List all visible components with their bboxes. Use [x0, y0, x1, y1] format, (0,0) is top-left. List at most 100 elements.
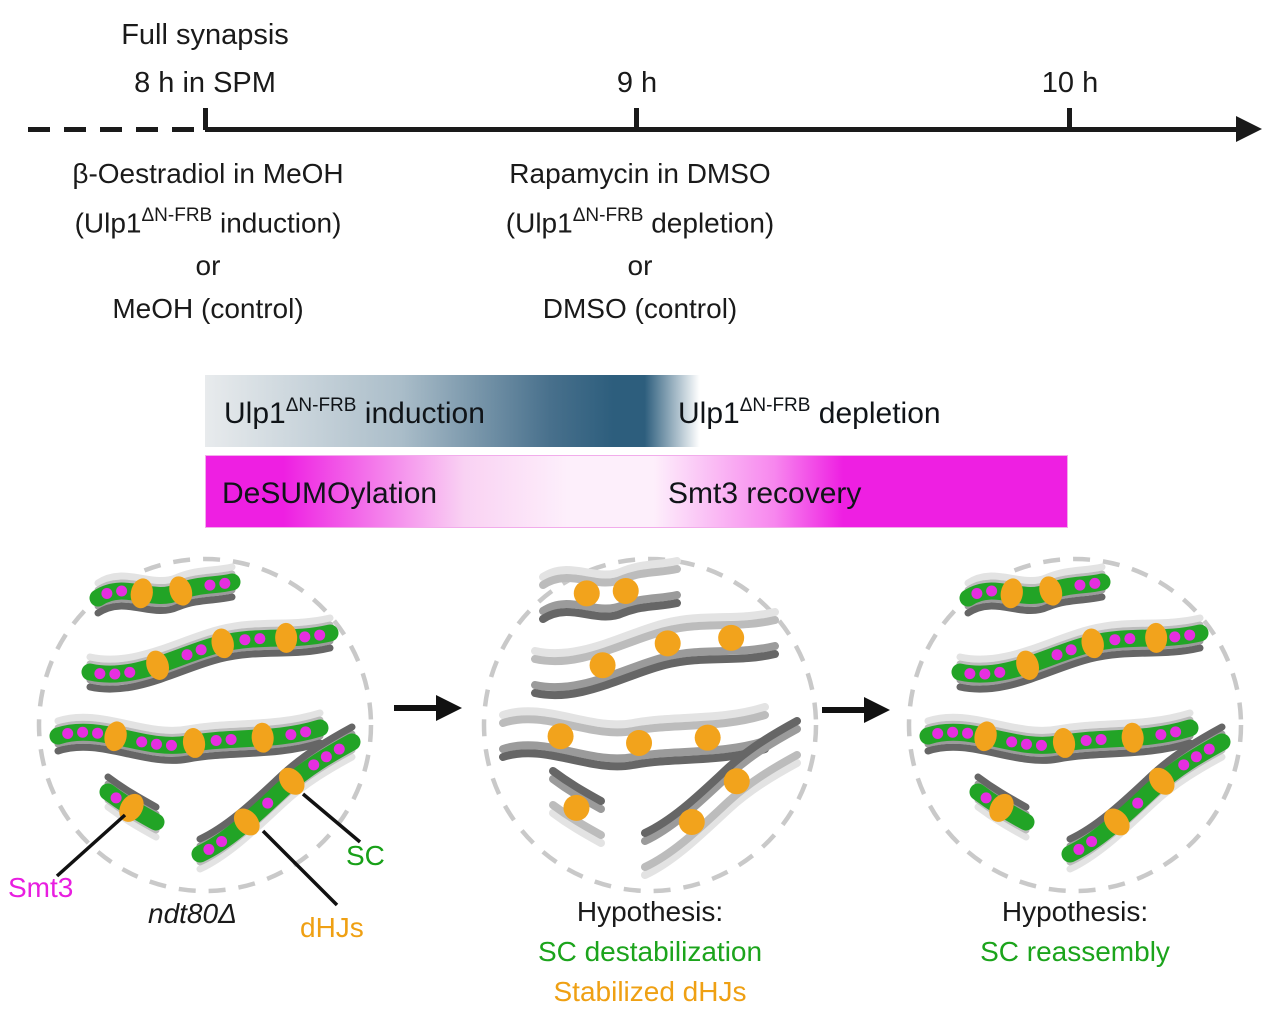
hypothesis-right-title: Hypothesis:: [1001, 896, 1149, 927]
smt3-dot: [219, 577, 231, 589]
dhj-marker: [1000, 578, 1023, 609]
treatment-right-control: DMSO (control): [542, 293, 738, 325]
smt3-dot: [1095, 733, 1107, 745]
dhj-marker: [1016, 650, 1040, 680]
smt3-dot: [1178, 759, 1190, 771]
legend-smt3: Smt3: [8, 872, 74, 903]
legend-genotype: ndt80Δ: [148, 898, 237, 929]
smt3-dot: [136, 736, 148, 748]
chromatid-strand: [54, 739, 324, 764]
smt3-dot: [1035, 739, 1047, 751]
dhj-marker: [251, 722, 274, 753]
timeline-tick-label-10h: 10 h: [1041, 67, 1099, 99]
smt3-dot: [195, 644, 207, 656]
smt3-dot: [262, 797, 274, 809]
chromatid-strand: [196, 753, 356, 873]
smt3-dot: [1124, 633, 1136, 645]
dhj-marker: [1148, 767, 1175, 795]
timeline-tick-9h: [634, 108, 639, 130]
smt3-dot: [299, 631, 311, 643]
smt3-dot: [1065, 644, 1077, 656]
chromatid-strand: [531, 608, 779, 658]
hypothesis-right: Hypothesis: SC reassembly: [865, 892, 1280, 972]
smt3-dot: [962, 727, 974, 739]
chromatid-strand: [956, 644, 1204, 693]
cell-diagram-after-recovery: [906, 556, 1244, 894]
treatment-left-control: MeOH (control): [112, 293, 304, 325]
chromatid-strand: [924, 739, 1194, 764]
smt3-dot: [1021, 738, 1033, 750]
timeline-dashed-segment: [28, 127, 200, 132]
chromatid-strand: [964, 593, 1106, 617]
treatment-right-line2: (Ulp1ΔN-FRB depletion): [505, 205, 775, 239]
dhj-marker: [211, 628, 234, 659]
smt3-dot: [300, 726, 312, 738]
chromatid-strand: [974, 803, 1030, 841]
chromatid-strand: [499, 711, 769, 737]
dhj-marker: [573, 580, 600, 607]
cell-diagram-before: [36, 556, 374, 894]
smt3-dot: [1109, 634, 1121, 646]
smt3-dot: [308, 759, 320, 771]
timeline-title: Full synapsis: [121, 19, 289, 51]
smt3-dot: [971, 587, 983, 599]
smt3-dot: [254, 633, 266, 645]
dhj-marker: [563, 794, 590, 821]
dhj-marker: [275, 622, 298, 653]
dhj-marker: [130, 578, 153, 609]
smt3-dot: [181, 649, 193, 661]
chromatid-strand: [499, 703, 769, 729]
smt3-dot: [239, 634, 251, 646]
smt3-dot: [216, 836, 228, 848]
chromatid-strand: [549, 767, 605, 805]
smt3-dot: [1086, 836, 1098, 848]
smt3-dot: [980, 792, 992, 804]
dhj-marker: [723, 768, 750, 795]
smt3-dot: [1089, 577, 1101, 589]
dhj-marker: [626, 729, 653, 756]
chromatid-strand: [539, 557, 681, 581]
chromatid-strand: [549, 809, 605, 847]
smt3-dot: [1169, 631, 1181, 643]
bar-label-induction: Ulp1ΔN-FRB induction: [224, 395, 485, 430]
smt3-dot: [77, 726, 89, 738]
hypothesis-middle-line1: SC destabilization: [537, 936, 763, 967]
smt3-dot: [94, 668, 106, 680]
dhj-marker: [718, 624, 745, 651]
chromatid-strand: [54, 709, 324, 734]
timeline-arrowhead-icon: [1236, 116, 1262, 142]
smt3-dot: [1155, 729, 1167, 741]
timeline-tick-8h: [203, 108, 208, 130]
smt3-dot: [204, 579, 216, 591]
smt3-dot: [124, 666, 136, 678]
hypothesis-right-line1: SC reassembly: [980, 936, 1170, 967]
treatment-left-or: or: [195, 250, 221, 282]
smt3-dot: [62, 728, 74, 740]
dhj-marker: [1103, 808, 1130, 836]
smt3-dot: [1080, 734, 1092, 746]
timeline-axis: [205, 127, 1239, 132]
dhj-marker: [989, 793, 1014, 822]
smt3-dot: [210, 734, 222, 746]
smt3-dot: [225, 733, 237, 745]
transition-arrow-1-head-icon: [436, 695, 462, 721]
chromatid-strand: [499, 745, 769, 771]
smt3-dot: [1006, 736, 1018, 748]
chromatid-strand: [531, 642, 779, 692]
smt3-dot: [1073, 843, 1085, 855]
dhj-marker: [1121, 722, 1144, 753]
transition-arrow-2-head-icon: [864, 697, 890, 723]
smt3-dot: [101, 587, 113, 599]
nuclear-envelope: [36, 556, 374, 894]
legend-dhjs: dHJs: [300, 912, 364, 943]
dhj-marker: [233, 808, 260, 836]
chromatid-strand: [641, 717, 801, 837]
hypothesis-middle-title: Hypothesis:: [576, 896, 724, 927]
smt3-dot: [92, 727, 104, 739]
dhj-marker: [547, 723, 574, 750]
smt3-dot: [1190, 751, 1202, 763]
treatment-left-block: β-Oestradiol in MeOH (Ulp1ΔN-FRB inducti…: [8, 152, 408, 330]
smt3-dot: [151, 738, 163, 750]
timeline-tick-label-8h: 8 h in SPM: [134, 67, 276, 99]
smt3-dot: [333, 743, 345, 755]
